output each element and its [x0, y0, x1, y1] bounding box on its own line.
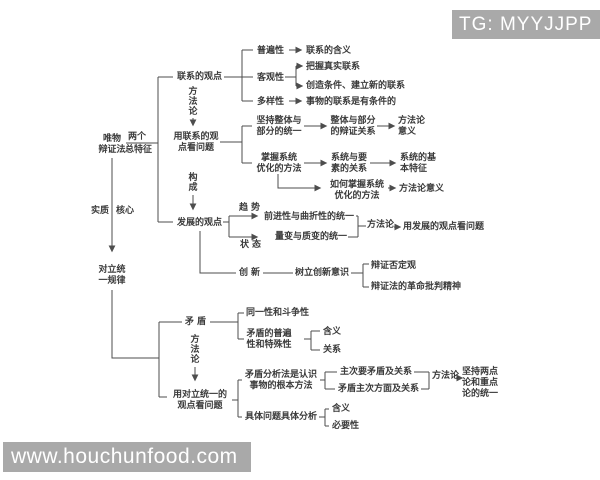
- node-use-connection-viewpoint: 用联系的观 点看问题: [173, 131, 219, 152]
- node-primary-secondary-aspects: 矛盾主次方面及关系: [338, 383, 420, 393]
- node-innovation: 创新: [239, 267, 264, 277]
- node-up-relation: 关系: [323, 344, 342, 354]
- node-unity-of-opposites-law: 对立统 一规律: [98, 264, 126, 285]
- node-system-element-relation: 系统与要 素的关系: [330, 152, 367, 173]
- node-universality: 普遍性: [257, 45, 285, 55]
- node-use-development-viewpoint: 用发展的观点看问题: [403, 221, 485, 231]
- node-objectivity: 客观性: [257, 72, 285, 82]
- node-sa-meaning: 含义: [332, 403, 351, 413]
- node-contradiction: 矛盾: [185, 316, 210, 326]
- node-how-to-optimize: 如何掌握系统 优化的方法: [329, 179, 384, 200]
- edge-label-trend: 趋势: [239, 202, 264, 212]
- node-methodology-meaning-1: 方法论 意义: [398, 115, 426, 136]
- node-primary-secondary-contradiction: 主次要矛盾及关系: [340, 366, 413, 376]
- node-grasp-real: 把握真实联系: [306, 61, 361, 71]
- node-identity-struggle: 同一性和斗争性: [246, 307, 310, 317]
- edge-label-essence: 实质: [91, 205, 110, 215]
- watermark-website: www.houchunfood.com: [3, 442, 251, 472]
- node-system-basic-features: 系统的基 本特征: [400, 152, 437, 173]
- edge-label-two: 两个: [128, 131, 147, 141]
- edge-label-methodology-vertical-1: 方 法 论: [188, 86, 198, 116]
- node-connection-viewpoint: 联系的观点: [177, 71, 223, 81]
- node-create-new: 创造条件、建立新的联系: [306, 80, 406, 90]
- node-analysis-method: 矛盾分析法是认识 事物的根本方法: [244, 369, 317, 390]
- node-critical-spirit: 辩证法的革命批判精神: [371, 281, 462, 291]
- node-whole-part-unity: 坚持整体与 部分的统一: [256, 115, 302, 136]
- node-methodology-meaning-2: 方法论意义: [399, 183, 445, 193]
- node-universality-particularity: 矛盾的普遍 性和特殊性: [246, 328, 292, 349]
- node-development-viewpoint: 发展的观点: [177, 217, 223, 227]
- node-up-meaning: 含义: [323, 326, 342, 336]
- node-specific-analysis: 具体问题具体分析: [245, 411, 318, 421]
- node-diversity: 多样性: [257, 96, 285, 106]
- edge-label-general-features: 总特征: [125, 144, 153, 154]
- node-use-opposites-viewpoint: 用对立统一的 观点看问题: [172, 389, 227, 410]
- edge-label-methodology-vertical-2: 方 法 论: [190, 334, 200, 364]
- edge-label-state: 状态: [240, 239, 265, 249]
- node-root: 唯物 辩证法: [98, 133, 126, 154]
- node-connection-meaning: 联系的含义: [306, 45, 352, 55]
- node-whole-part-dialectic: 整体与部分 的辩证关系: [330, 115, 376, 136]
- edge-label-methodology-2: 方法论: [432, 370, 460, 380]
- node-forward-tortuous: 前进性与曲折性的统一: [264, 211, 355, 221]
- edge-label-core: 核心: [116, 205, 135, 215]
- node-system-optimization: 掌握系统 优化的方法: [256, 152, 302, 173]
- node-quantitative-qualitative: 量变与质变的统一: [275, 231, 348, 241]
- node-two-points-theory: 坚持两点 论和重点 论的统一: [462, 366, 499, 398]
- watermark-telegram: TG: MYYJJPP: [452, 10, 600, 39]
- edge-label-methodology-1: 方法论: [367, 219, 395, 229]
- node-dialectical-negation: 辩证否定观: [371, 260, 417, 270]
- node-innovation-awareness: 树立创新意识: [295, 267, 350, 277]
- node-conditional: 事物的联系是有条件的: [306, 96, 397, 106]
- edge-label-composition-vertical: 构 成: [188, 172, 198, 192]
- node-sa-necessity: 必要性: [332, 420, 360, 430]
